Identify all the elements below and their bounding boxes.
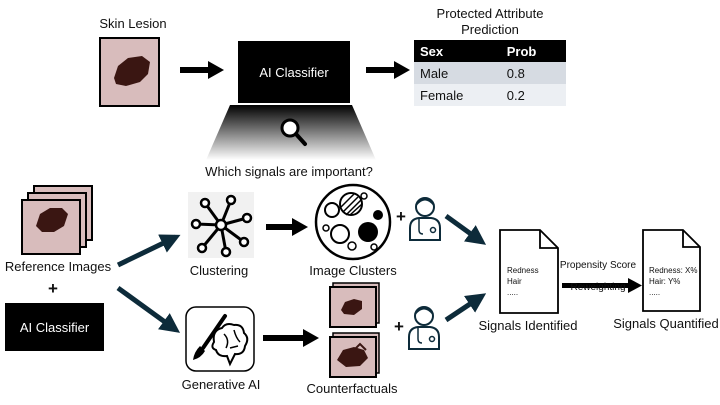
ai-classifier-box-bottom: AI Classifier xyxy=(5,303,104,351)
arrow-lesion-to-classifier xyxy=(180,61,224,79)
table-cell: Male xyxy=(414,62,501,84)
reference-images-stack xyxy=(21,185,93,255)
document-icon xyxy=(642,229,701,312)
arrow-counterfactuals-to-signals xyxy=(444,293,487,323)
arrow-to-signals-quantified xyxy=(562,278,642,293)
signals-quantified-label: Signals Quantified xyxy=(613,316,719,331)
network-cluster-icon xyxy=(188,192,254,258)
question-label: Which signals are important? xyxy=(205,164,373,179)
arrow-classifier-to-table xyxy=(366,61,410,79)
image-clusters-label: Image Clusters xyxy=(309,263,397,278)
skin-lesion-image xyxy=(99,37,160,107)
arrow-clusters-to-signals xyxy=(444,213,487,245)
skin-lesion-label: Skin Lesion xyxy=(99,16,167,31)
doc-line: ..... xyxy=(649,288,661,297)
arrow-to-image-clusters xyxy=(266,218,308,236)
table-header-sex: Sex xyxy=(414,40,501,62)
doctor-icon xyxy=(409,197,441,241)
counterfactuals-label: Counterfactuals xyxy=(306,381,398,396)
table-row: Male 0.8 xyxy=(414,62,566,84)
arrow-to-generative-ai xyxy=(116,285,181,333)
arrow-to-counterfactuals xyxy=(263,329,319,347)
signals-identified-label: Signals Identified xyxy=(478,318,578,333)
protected-attribute-table: Sex Prob Male 0.8 Female 0.2 xyxy=(414,40,566,106)
counterfactual-image-1 xyxy=(329,282,380,328)
table-cell: Female xyxy=(414,84,501,106)
signals-quantified-doc-text: Redness: X% Hair: Y%..... xyxy=(649,265,697,298)
doc-line: ..... xyxy=(507,288,519,297)
generative-ai-label: Generative AI xyxy=(181,377,261,392)
plus-sign: + xyxy=(394,317,404,336)
propensity-line1: Propensity Score xyxy=(559,260,637,271)
table-title-line1: Protected Attribute xyxy=(436,6,544,21)
arrow-to-clustering xyxy=(116,234,181,268)
circles-cluster-icon xyxy=(314,183,392,261)
doc-line: Hair: Y% xyxy=(649,277,681,286)
table-header-row: Sex Prob xyxy=(414,40,566,62)
document-icon xyxy=(499,229,559,314)
table-cell: 0.8 xyxy=(500,62,566,84)
table-header-prob: Prob xyxy=(500,40,566,62)
clustering-label: Clustering xyxy=(189,263,249,278)
propensity-line2: Reweighting xyxy=(570,282,626,293)
plus-sign: + xyxy=(396,207,406,226)
doc-line: Hair xyxy=(507,277,522,286)
table-cell: 0.2 xyxy=(500,84,566,106)
doc-line: Redness: X% xyxy=(649,266,698,275)
table-title-line2: Prediction xyxy=(461,22,519,37)
counterfactual-image-2 xyxy=(329,332,380,378)
doc-line: Redness xyxy=(507,266,539,275)
plus-sign: + xyxy=(48,279,58,298)
doctor-icon xyxy=(408,306,440,350)
brush-brain-icon xyxy=(185,306,255,372)
ai-classifier-box: AI Classifier xyxy=(238,41,350,103)
table-row: Female 0.2 xyxy=(414,84,566,106)
reference-images-label: Reference Images xyxy=(4,259,112,274)
magnifier-icon xyxy=(280,118,307,146)
